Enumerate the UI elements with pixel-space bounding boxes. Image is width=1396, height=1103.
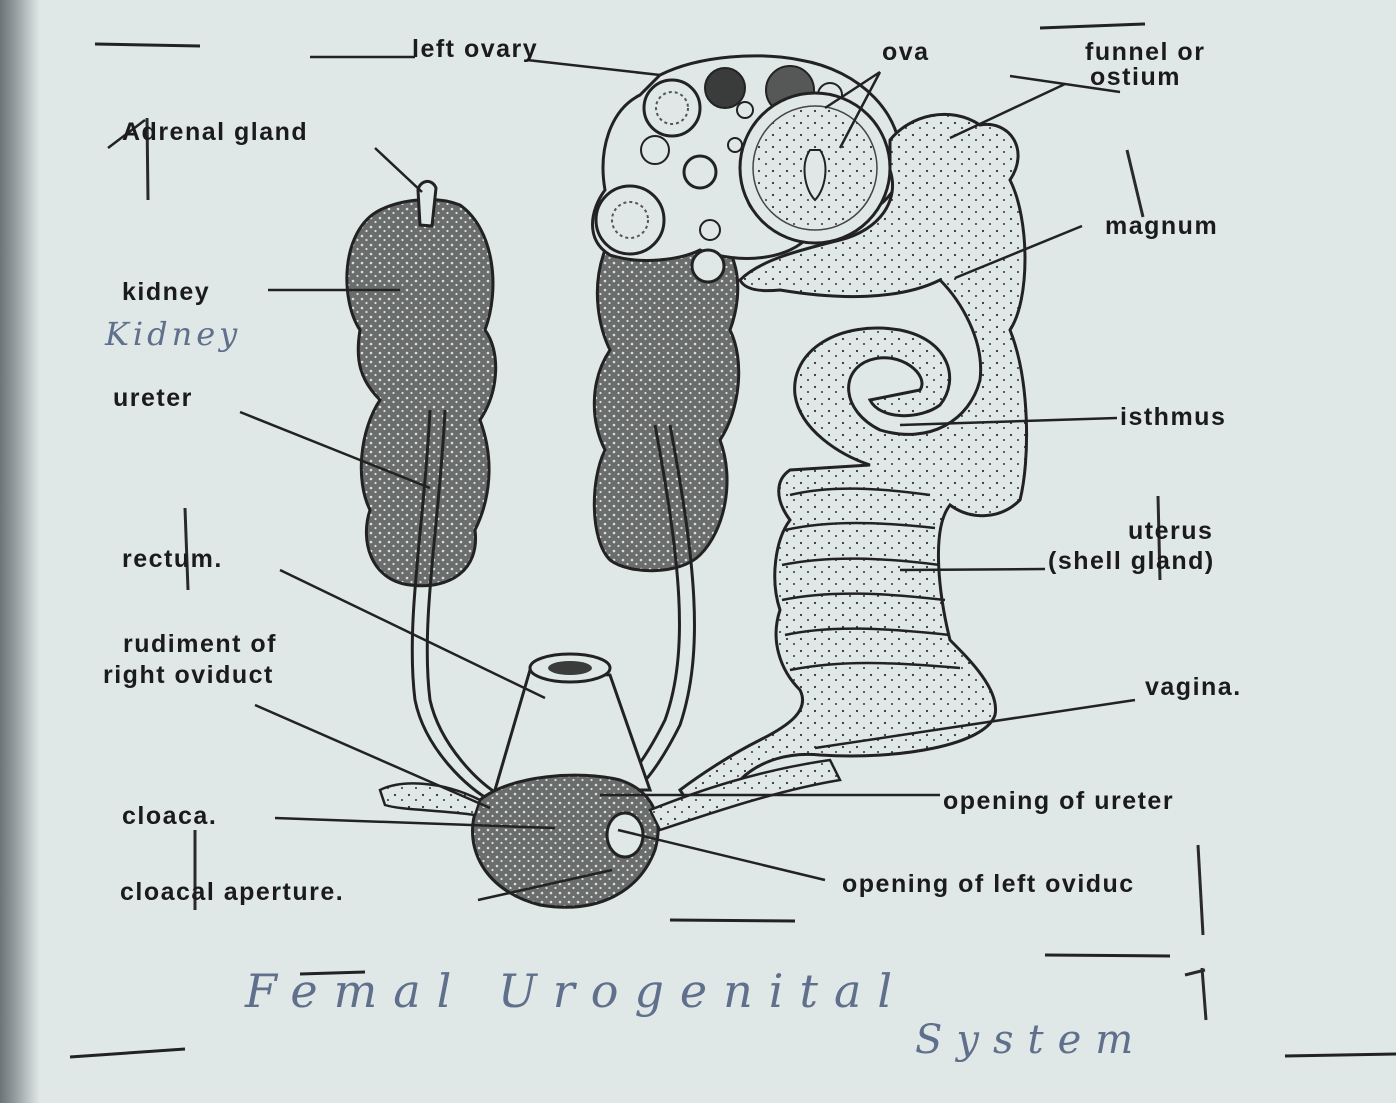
label-right-oviduct: right oviduct xyxy=(103,663,274,688)
label-opening-of-ureter: opening of ureter xyxy=(943,789,1174,814)
handwritten-title-line2: System xyxy=(915,1020,1147,1060)
label-rudiment-of: rudiment of xyxy=(123,632,277,657)
handwritten-kidney-note: Kidney xyxy=(105,318,241,350)
label-left-ovary: left ovary xyxy=(412,37,538,62)
label-ova: ova xyxy=(882,40,930,65)
label-ostium: ostium xyxy=(1090,65,1181,90)
label-cloacal-aperture: cloacal aperture. xyxy=(120,880,344,905)
handwritten-title-line1: Femal Urogenital xyxy=(245,968,908,1014)
label-ureter: ureter xyxy=(113,386,193,411)
label-shell-gland: (shell gland) xyxy=(1048,549,1215,574)
label-vagina: vagina. xyxy=(1145,675,1242,700)
label-magnum: magnum xyxy=(1105,214,1218,239)
label-opening-of-left-oviduct: opening of left oviduc xyxy=(842,872,1135,897)
label-rectum: rectum. xyxy=(122,547,223,572)
label-adrenal-gland: Adrenal gland xyxy=(122,120,308,145)
label-isthmus: isthmus xyxy=(1120,405,1226,430)
label-uterus: uterus xyxy=(1128,519,1213,544)
label-cloaca: cloaca. xyxy=(122,804,217,829)
label-kidney: kidney xyxy=(122,280,210,305)
label-funnel-or: funnel or xyxy=(1085,40,1205,65)
adrenal-gland xyxy=(418,181,436,226)
